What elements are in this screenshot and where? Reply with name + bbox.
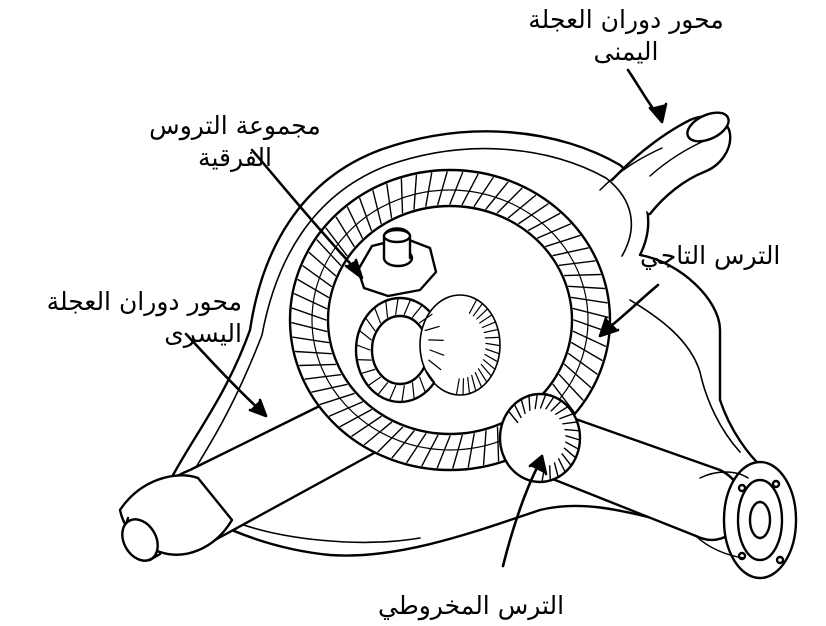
label-right-wheel-axle: محور دوران العجلة اليمنى [512,4,740,68]
gear-tooth [429,340,443,341]
gear-tooth [463,379,464,395]
label-differential-gears-line1: مجموعة التروس [126,110,344,142]
label-left-wheel-axle-line1: محور دوران العجلة [6,286,242,318]
label-right-wheel-axle-line2: اليمنى [512,36,740,68]
label-ring-gear: الترس التاجي [640,240,780,272]
gear-tooth [485,337,499,338]
gear-tooth [550,466,551,481]
label-left-wheel-axle: محور دوران العجلة اليسرى [6,286,242,350]
gear-tooth [357,360,371,361]
label-left-wheel-axle-line2: اليسرى [6,318,242,350]
label-right-wheel-axle-line1: محور دوران العجلة [512,4,740,36]
label-differential-gears: مجموعة التروس الفرقية [126,110,344,174]
label-differential-gears-line2: الفرقية [126,142,344,174]
gear-tooth [529,396,530,411]
label-pinion-gear: الترس المخروطي [378,590,564,622]
